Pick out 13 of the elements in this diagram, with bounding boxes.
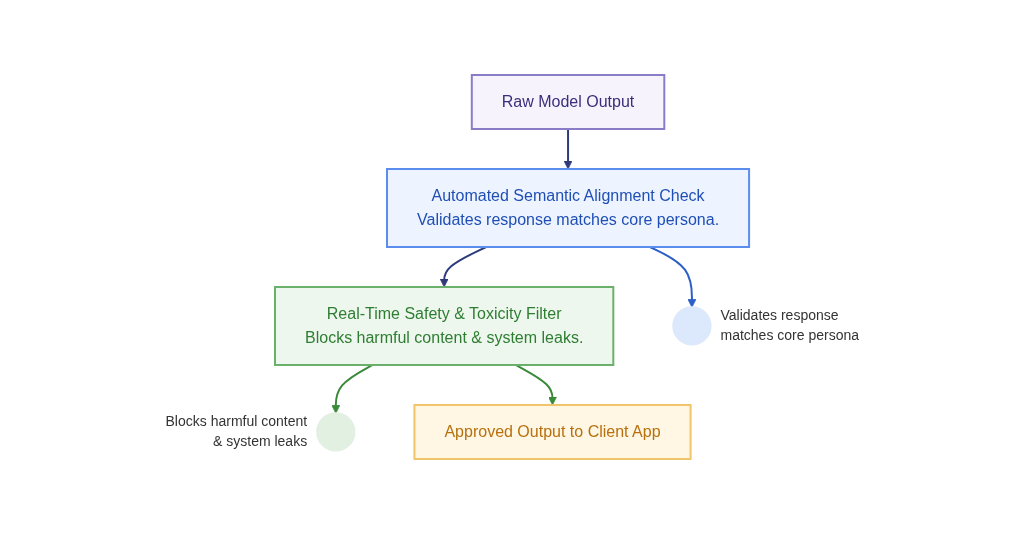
arrow (563, 128, 573, 170)
arrow (439, 246, 488, 288)
side-note: Validates response matches core persona (720, 306, 861, 346)
arrow (331, 364, 374, 414)
node-box: Approved Output to Client App (413, 404, 692, 460)
arrow (648, 246, 697, 308)
node-box: Raw Model Output (470, 74, 666, 130)
side-note: Blocks harmful content & system leaks (164, 412, 308, 452)
arrow (514, 364, 557, 406)
node-box: Real-Time Safety & Toxicity Filter Blocks harmful content & system leaks. (273, 286, 615, 366)
node-circle (672, 306, 712, 346)
node-box: Automated Semantic Alignment Check Validates response matches core persona. (385, 168, 751, 248)
node-circle (316, 412, 356, 452)
